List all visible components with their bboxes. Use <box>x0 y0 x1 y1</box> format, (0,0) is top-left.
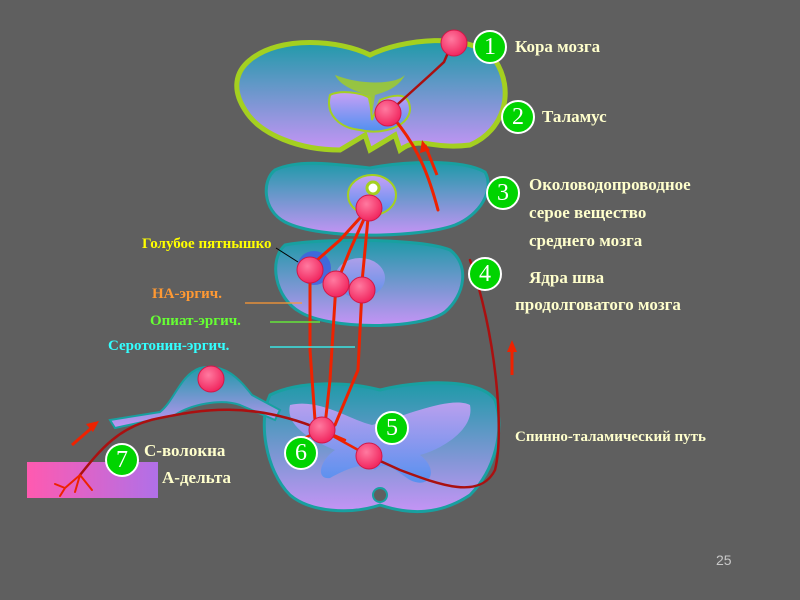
label-opiate-ergic: Опиат-эргич. <box>150 313 241 329</box>
label-raphe-line2: продолговатого мозга <box>515 295 681 314</box>
descending-opiate <box>323 282 338 427</box>
label-raphe: Ядра шва продолговатого мозга <box>515 264 681 318</box>
neurons <box>197 29 468 470</box>
arrows <box>71 140 517 447</box>
number-badge-6: 6 <box>284 436 318 470</box>
label-thalamus: Таламус <box>542 107 607 126</box>
central-canal <box>372 487 388 503</box>
ascending-to-thalamus <box>393 118 440 212</box>
skin-endings <box>54 474 93 497</box>
spinothalamic-tract <box>367 258 501 489</box>
label-locus-coeruleus: Голубое пятнышко <box>142 236 272 252</box>
aqueduct <box>365 180 381 196</box>
label-cortex: Кора мозга <box>515 37 601 56</box>
neuron-cortex <box>440 29 468 57</box>
number-badge-1: 1 <box>473 30 507 64</box>
label-pag-line2: серое вещество <box>529 203 647 222</box>
neuron-raphe-1 <box>322 270 350 298</box>
number-badge-4: 4 <box>468 257 502 291</box>
neuron-thalamus <box>374 99 402 127</box>
label-a-delta: А-дельта <box>162 468 232 487</box>
neuron-ganglion <box>197 365 225 393</box>
number-badge-5: 5 <box>375 411 409 445</box>
pointer-lines <box>245 247 355 348</box>
label-serotonin-ergic: Серотонин-эргич. <box>108 338 230 354</box>
neuron-pag <box>355 194 383 222</box>
locus-pointer <box>275 247 299 263</box>
label-na-ergic: НА-эргич. <box>152 286 222 302</box>
thalamocortical-fiber <box>386 46 452 115</box>
arrow-head-skin <box>86 421 99 432</box>
ventricle <box>335 75 405 115</box>
number-badge-2: 2 <box>501 100 535 134</box>
label-pag: Околоводопроводное серое вещество средне… <box>529 171 691 255</box>
skin-patch <box>27 462 158 498</box>
neuron-spinal-6 <box>308 416 336 444</box>
descending-serotonin <box>333 288 364 427</box>
label-pag-line3: среднего мозга <box>529 231 643 250</box>
neuron-locus <box>296 256 324 284</box>
label-spinothalamic: Спинно-таламический путь <box>515 429 706 445</box>
page-number: 25 <box>716 552 732 568</box>
label-pag-line1: Околоводопроводное <box>529 175 691 194</box>
arrow-head-spinal <box>507 340 517 352</box>
neuron-spinal-5 <box>355 442 383 470</box>
number-badge-3: 3 <box>486 176 520 210</box>
dorsal-root-ganglion <box>108 365 282 430</box>
neuron-raphe-2 <box>348 276 376 304</box>
label-c-fibers: С-волокна <box>144 441 226 460</box>
afferent-fiber <box>78 408 324 477</box>
number-badge-7: 7 <box>105 443 139 477</box>
label-raphe-line1: Ядра шва <box>529 268 605 287</box>
pag-to-medulla <box>313 206 371 284</box>
arrow-head-thalamus <box>420 140 430 153</box>
